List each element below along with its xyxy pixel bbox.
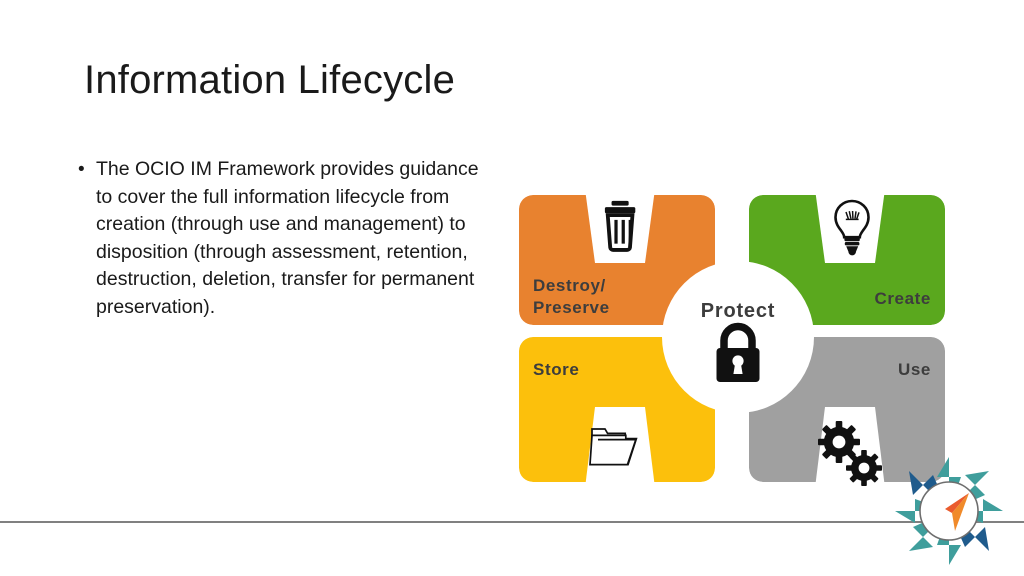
center-circle-shape	[662, 261, 814, 413]
quadrant-label-use: Use	[898, 360, 931, 379]
trash-can-icon	[604, 200, 636, 252]
information-lifecycle-diagram: Destroy/ Preserve Create	[505, 185, 975, 495]
quadrant-label-destroy-preserve-line2: Preserve	[533, 298, 610, 317]
diagram-quadrant-store[interactable]: Store	[519, 337, 715, 482]
quadrant-label-store: Store	[533, 360, 579, 379]
body-text-block: • The OCIO IM Framework provides guidanc…	[78, 156, 498, 321]
quadrant-label-create: Create	[874, 289, 931, 308]
padlock-icon	[716, 322, 760, 382]
quadrant-shape-destroy-preserve	[519, 195, 715, 325]
lightbulb-icon	[834, 199, 870, 256]
bullet-item-text: The OCIO IM Framework provides guidance …	[96, 158, 479, 318]
bullet-item: • The OCIO IM Framework provides guidanc…	[78, 156, 498, 321]
center-label-protect: Protect	[701, 300, 776, 322]
page-title: Information Lifecycle	[84, 58, 456, 102]
compass-needle-icon	[945, 493, 969, 531]
quadrant-label-destroy-preserve-line1: Destroy/	[533, 276, 606, 295]
gears-icon	[818, 421, 882, 486]
quadrant-shape-store	[519, 337, 715, 482]
bullet-marker-icon: •	[78, 159, 85, 180]
footer-divider-line	[0, 521, 1024, 523]
folder-icon	[589, 428, 638, 466]
diagram-quadrant-destroy-preserve[interactable]: Destroy/ Preserve	[519, 195, 715, 325]
compass-rose-logo	[893, 455, 1005, 567]
diagram-center-protect[interactable]: Protect	[662, 261, 814, 413]
